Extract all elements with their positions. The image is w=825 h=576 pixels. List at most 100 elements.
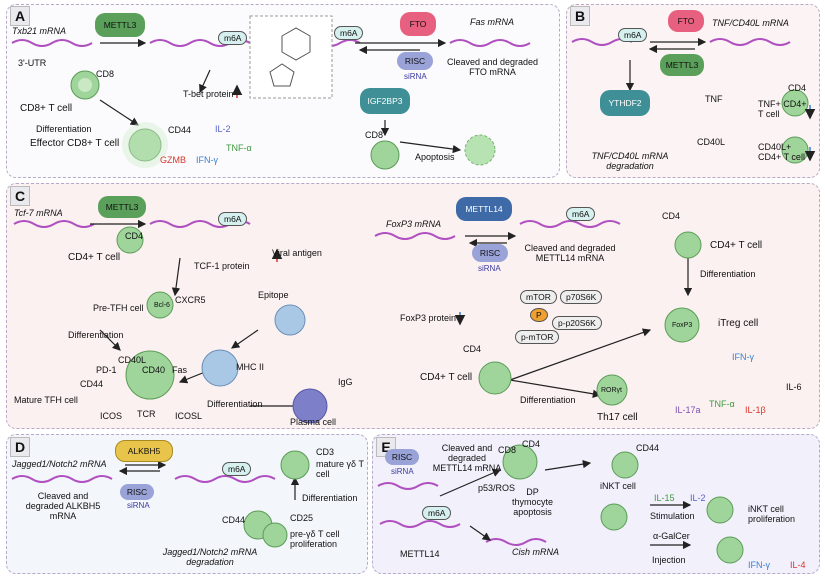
a-il2-label: IL-2 [215,124,231,134]
c-differentiation-label-3: Differentiation [700,269,756,279]
a-gzmb-label: GZMB [160,155,186,165]
c-pmtor-badge: p-mTOR [515,330,560,344]
c-igg-label: IgG [338,377,353,387]
d-cleaved-label: Cleaved and degraded ALKBH5 mRNA [25,491,101,521]
b-ythdf2-enzyme: YTHDF2 [600,90,650,116]
e-agalcer-label: α-GalCer [653,531,690,541]
c-il17a-label: IL-17a [675,405,701,415]
a-cleaved-fto-label: Cleaved and degraded FTO mRNA [446,57,539,77]
c-cd40-label: CD40 [142,365,166,375]
a-tbet-label: T-bet protein [183,89,234,99]
c-icos-label: ICOS [100,411,123,421]
c-differentiation-label-2: Differentiation [207,399,263,409]
a-fto-enzyme: FTO [400,12,436,36]
d-pre-gd-label: pre-γδ T cell proliferation [290,529,340,549]
cells [70,70,809,564]
a-m6a-badge-2: m6A [334,26,364,40]
c-ifng-label: IFN-γ [732,352,754,362]
c-mettl3-enzyme: METTL3 [98,196,146,218]
c-pd1-label: PD-1 [96,365,117,375]
d-degradation-label: Jagged1/Notch2 mRNA degradation [162,547,258,567]
c-mettl14-enzyme: METTL14 [456,197,512,221]
c-cd4-label-2: CD4 [463,344,482,354]
c-tnfa-label: TNF-α [709,399,735,409]
e-cleaved-label: Cleaved and degraded METTL14 mRNA [432,443,502,473]
a-fas-mrna-label: Fas mRNA [470,17,515,27]
e-il4-label: IL-4 [790,560,806,570]
c-cd4-label: CD4 [125,231,144,241]
a-m6a-badge: m6A [218,31,248,45]
c-plasma-label: Plasma cell [290,417,337,427]
e-cd4-label: CD4 [522,439,541,449]
c-th17-label: Th17 cell [597,412,638,423]
a-risc-complex: RISC [397,52,433,70]
c-cd4-t-cell-right-label: CD4+ T cell [420,372,473,383]
d-differentiation-label: Differentiation [302,493,358,503]
a-ifng-label: IFN-γ [196,155,218,165]
b-cd40l-cell-label: CD40L+ CD4+ T cell [758,142,805,162]
c-sirna-label: siRNA [478,264,501,273]
c-tcr-label: TCR [137,409,156,419]
a-effector-label: Effector CD8+ T cell [30,138,120,149]
d-mrna-label: Jagged1/Notch2 mRNA [12,459,107,469]
e-risc-complex: RISC [385,449,419,465]
b-m6a-badge: m6A [618,28,648,42]
c-fas-label: Fas [172,365,188,375]
d-cd44-label: CD44 [222,515,246,525]
panel-a-label: A [10,6,30,26]
b-tnf-label: TNF [705,94,723,104]
c-tcf7-mrna-label: Tcf-7 mRNA [14,208,63,218]
arrows [90,37,707,550]
a-cd44-label: CD44 [168,125,192,135]
indicator-arrows [231,84,816,326]
c-viral-antigen-label: Viral antigen [272,248,322,258]
c-differentiation-label-4: Differentiation [520,395,576,405]
c-pp20s6k-badge: p-p20S6K [552,316,602,330]
d-sirna-label: siRNA [127,501,150,510]
panel-e [372,434,820,574]
d-m6a-badge: m6A [222,462,252,476]
a-cd8-label-2: CD8 [365,130,384,140]
c-cxcr5-label: CXCR5 [175,295,206,305]
c-m6a-badge: m6A [218,212,248,226]
c-p70s6k-badge: p70S6K [560,290,603,304]
c-pre-tfh-label: Pre-TFH cell [93,303,144,313]
c-cd40l-label: CD40L [118,355,147,365]
a-sirna-label: siRNA [404,72,427,81]
c-epitope-label: Epitope [258,290,289,300]
b-cd40l-label: CD40L [697,137,726,147]
c-itreg-label: iTreg cell [718,318,759,329]
panel-d [6,434,368,574]
b-mrna-label: TNF/CD40L mRNA [712,18,789,28]
e-m6a-badge: m6A [422,506,452,520]
e-sirna-label: siRNA [391,467,414,476]
panel-d-label: D [10,437,30,457]
panel-b-label: B [570,6,590,26]
c-foxp3-label: FoxP3 [672,322,693,329]
b-degradation-label: TNF/CD40L mRNA degradation [591,151,669,171]
c-foxp3-protein-label: FoxP3 protein [400,313,457,323]
c-mature-tfh-label: Mature TFH cell [14,395,78,405]
c-cleaved-label: Cleaved and degraded METTL14 mRNA [524,243,616,263]
c-rorgt-label: RORγt [601,387,622,394]
d-cd3-label: CD3 [316,447,335,457]
e-dp-label: DP thymocyte apoptosis [511,487,553,517]
d-risc-complex: RISC [120,484,154,500]
a-cd8-t-cell-label: CD8+ T cell [20,103,73,114]
c-m6a-badge-2: m6A [566,207,596,221]
c-risc-complex: RISC [472,244,508,262]
a-mettl3-enzyme: METTL3 [95,13,145,37]
e-cish-label: Cish mRNA [512,547,560,557]
c-differentiation-label: Differentiation [68,330,124,340]
d-mature-gd-label: mature γδ T cell [316,459,364,479]
a-tnfa-label: TNF-α [226,143,252,153]
c-bcl6-label: Bcl-6 [154,302,170,309]
a-apoptosis-label: Apoptosis [415,152,455,162]
c-cd4-t-cell-label: CD4+ T cell [68,252,121,263]
b-fto-enzyme: FTO [668,10,704,32]
c-icosl-label: ICOSL [175,411,203,421]
c-il6-label: IL-6 [786,382,802,392]
e-inkt-prolif-label: iNKT cell proliferation [748,504,796,524]
e-inkt-label: iNKT cell [600,481,636,491]
b-cd4-label: CD4 [788,83,807,93]
